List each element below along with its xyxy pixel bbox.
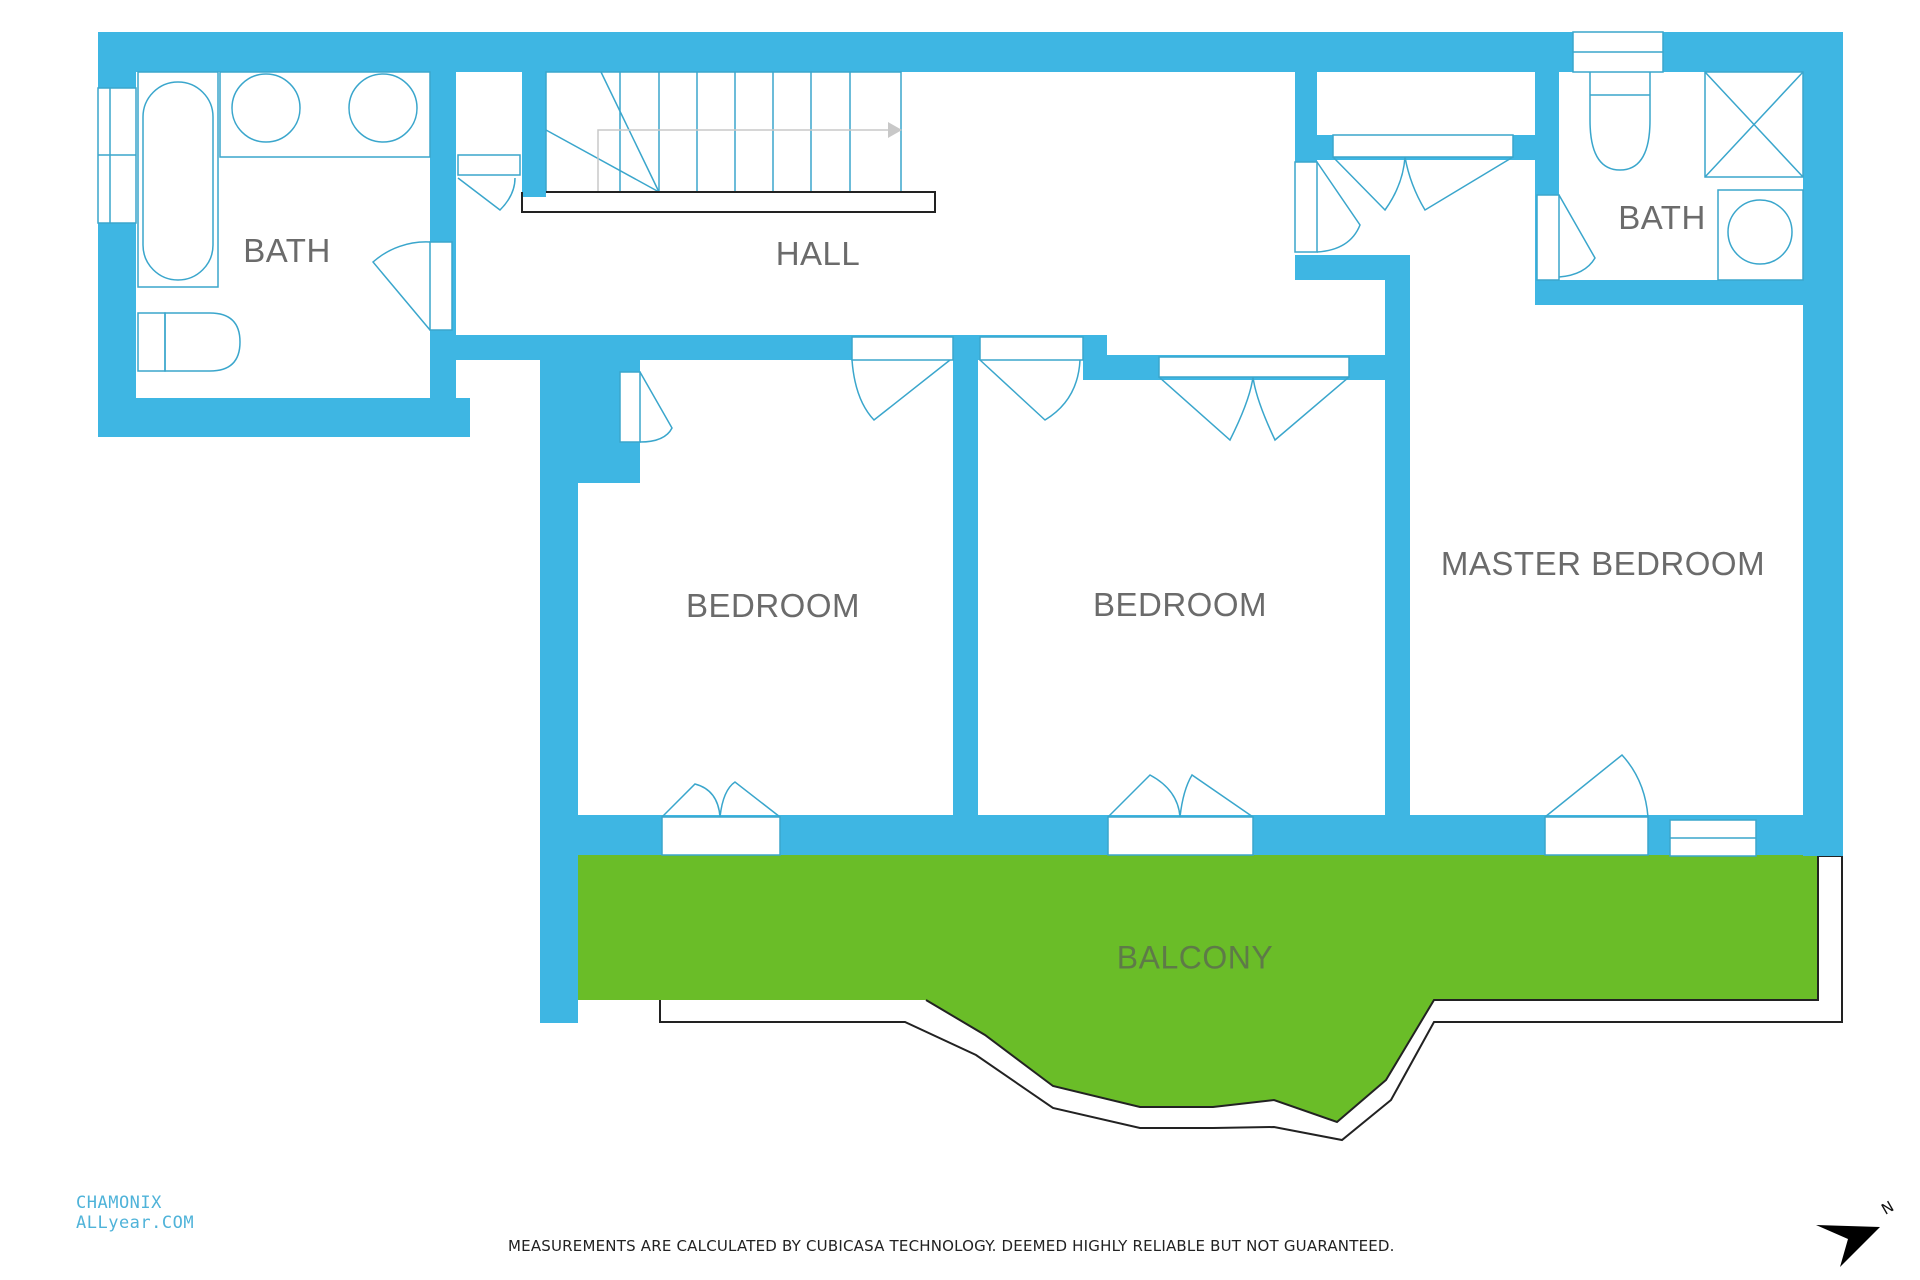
brand-logo: CHAMONIX ALLyear.COM [76, 1193, 194, 1233]
room-label-master-bedroom: MASTER BEDROOM [1440, 545, 1766, 582]
north-arrow-icon [1816, 1225, 1880, 1267]
room-label-bedroom-1: BEDROOM [685, 587, 861, 624]
room-interiors [136, 72, 1803, 815]
balcony-area [573, 849, 1843, 1142]
room-label-bath-left: BATH [243, 232, 331, 269]
room-label-bath-right: BATH [1618, 199, 1706, 236]
fixtures [97, 31, 1804, 857]
room-label-bedroom-2: BEDROOM [1092, 586, 1268, 623]
room-label-hall: HALL [775, 235, 861, 272]
disclaimer-text: MEASUREMENTS ARE CALCULATED BY CUBICASA … [508, 1237, 1395, 1255]
room-label-balcony: BALCONY [1116, 939, 1274, 976]
logo-line-1: CHAMONIX [76, 1193, 162, 1213]
logo-line-2: ALLyear.COM [76, 1213, 195, 1233]
